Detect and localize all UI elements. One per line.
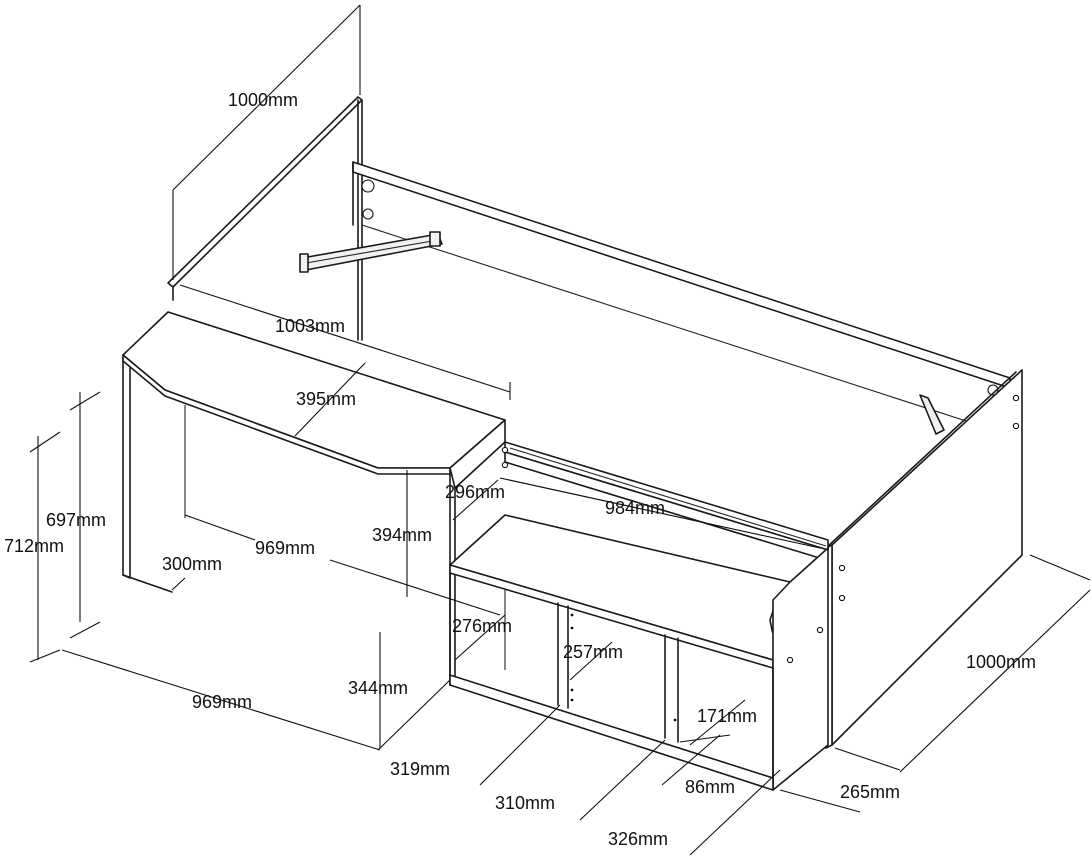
label-depth-86: 86mm bbox=[685, 777, 735, 797]
dimension-lines bbox=[29, 4, 1091, 856]
bolt-hole-icon bbox=[838, 564, 846, 572]
label-gap-296: 296mm bbox=[445, 482, 505, 502]
bolt-hole-icon bbox=[987, 384, 999, 396]
bolt-hole-icon bbox=[816, 626, 824, 634]
headboard-panel bbox=[167, 96, 363, 341]
label-gap-394: 394mm bbox=[372, 525, 432, 545]
label-top-depth: 1000mm bbox=[228, 90, 298, 110]
storage-unit bbox=[449, 514, 829, 791]
bolt-hole-icon bbox=[838, 594, 846, 602]
label-depth-171: 171mm bbox=[697, 706, 757, 726]
footboard-panel bbox=[825, 369, 1023, 749]
label-right-depth: 1000mm bbox=[966, 652, 1036, 672]
label-width-310: 310mm bbox=[495, 793, 555, 813]
bolt-hole-icon bbox=[1012, 422, 1020, 430]
label-shelf-276: 276mm bbox=[452, 616, 512, 636]
metal-bracket-icon bbox=[919, 394, 945, 435]
bolt-hole-icon bbox=[501, 446, 509, 454]
label-desk-depth: 395mm bbox=[296, 389, 356, 409]
label-shelf-257: 257mm bbox=[563, 642, 623, 662]
label-desk-height-697: 697mm bbox=[46, 510, 106, 530]
label-bottom-span: 969mm bbox=[192, 692, 252, 712]
label-width-326: 326mm bbox=[608, 829, 668, 849]
label-desk-height-712: 712mm bbox=[4, 536, 64, 556]
label-depth-265: 265mm bbox=[840, 782, 900, 802]
label-bed-length: 984mm bbox=[605, 498, 665, 518]
bolt-hole-icon bbox=[1012, 394, 1020, 402]
bolt-hole-icon bbox=[501, 461, 509, 469]
label-width-319: 319mm bbox=[390, 759, 450, 779]
label-desk-span: 969mm bbox=[255, 538, 315, 558]
label-height-344: 344mm bbox=[348, 678, 408, 698]
label-leg-depth: 300mm bbox=[162, 554, 222, 574]
bolt-hole-icon bbox=[362, 208, 374, 220]
metal-bracket-icon bbox=[299, 231, 443, 273]
bolt-hole-icon bbox=[786, 656, 794, 664]
dimension-labels: 1000mm 1003mm 395mm 1000mm 697mm 712mm 3… bbox=[4, 90, 1036, 849]
bolt-hole-icon bbox=[361, 179, 375, 193]
label-desk-length: 1003mm bbox=[275, 316, 345, 336]
back-side-panel bbox=[352, 161, 1011, 433]
